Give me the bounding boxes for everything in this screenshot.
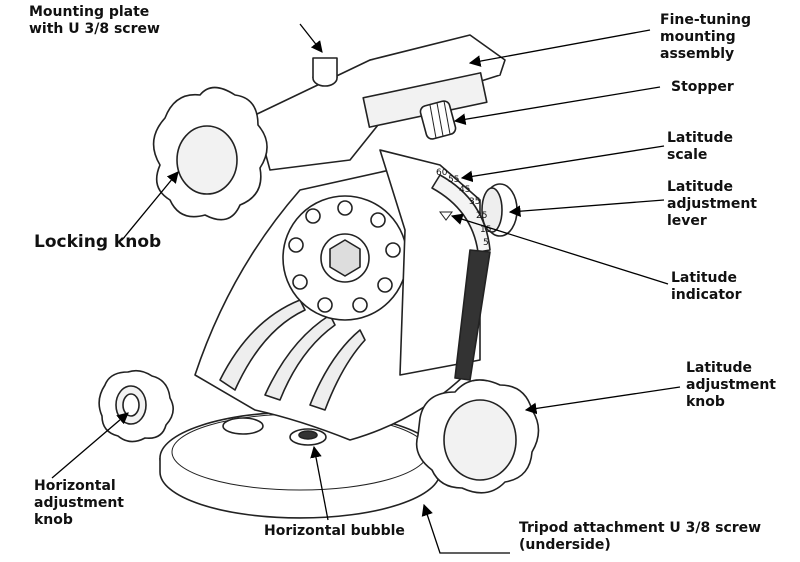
label-fine-tuning: Fine-tuning mounting assembly — [660, 12, 752, 62]
base-screw — [222, 417, 264, 435]
latitude-strap — [454, 249, 491, 381]
scale-mark: 5 — [483, 238, 489, 248]
latitude-knob — [415, 379, 540, 494]
scale-mark: 35 — [469, 197, 480, 207]
leader-latitude-lever — [508, 199, 665, 218]
scale-mark: 25 — [476, 211, 487, 221]
latitude-indicator-mark — [439, 211, 453, 221]
leader-latitude-knob — [524, 386, 681, 415]
label-latitude-lever: Latitude adjustment lever — [667, 179, 758, 229]
label-tripod-screw: Tripod attachment U 3/8 screw (underside… — [519, 520, 762, 553]
leader-fine-tuning — [468, 29, 651, 67]
scale-mark: 15 — [480, 225, 491, 235]
label-stopper: Stopper — [671, 79, 734, 95]
top-assembly — [254, 34, 506, 171]
label-mounting-plate: Mounting plate with U 3/8 screw — [29, 4, 160, 37]
label-latitude-scale: Latitude scale — [667, 130, 734, 163]
leader-horizontal-knob — [51, 412, 129, 479]
scale-mark: 55 — [448, 175, 459, 185]
base-disc — [159, 411, 441, 519]
scale-mark: 60 — [436, 168, 448, 178]
horizontal-knob — [98, 369, 174, 443]
leader-locking-knob — [121, 171, 179, 241]
latitude-lever — [481, 183, 518, 237]
leader-horizontal-bubble — [310, 445, 329, 521]
label-horizontal-knob: Horizontal adjustment knob — [34, 478, 125, 528]
stopper — [419, 100, 457, 140]
label-latitude-indicator: Latitude indicator — [671, 270, 742, 303]
right-housing — [379, 149, 481, 376]
label-horizontal-bubble: Horizontal bubble — [264, 523, 405, 539]
latitude-disk — [282, 195, 408, 321]
leader-latitude-indicator — [450, 213, 669, 285]
locking-knob — [152, 86, 268, 221]
scale-mark: 45 — [459, 185, 470, 195]
leader-tripod-screw — [421, 503, 510, 554]
leader-latitude-scale — [460, 145, 665, 183]
label-latitude-knob: Latitude adjustment knob — [686, 360, 777, 410]
label-locking-knob: Locking knob — [34, 232, 162, 252]
leader-stopper — [453, 86, 661, 126]
horizontal-bubble — [289, 428, 327, 446]
leader-mounting-plate — [299, 23, 323, 53]
